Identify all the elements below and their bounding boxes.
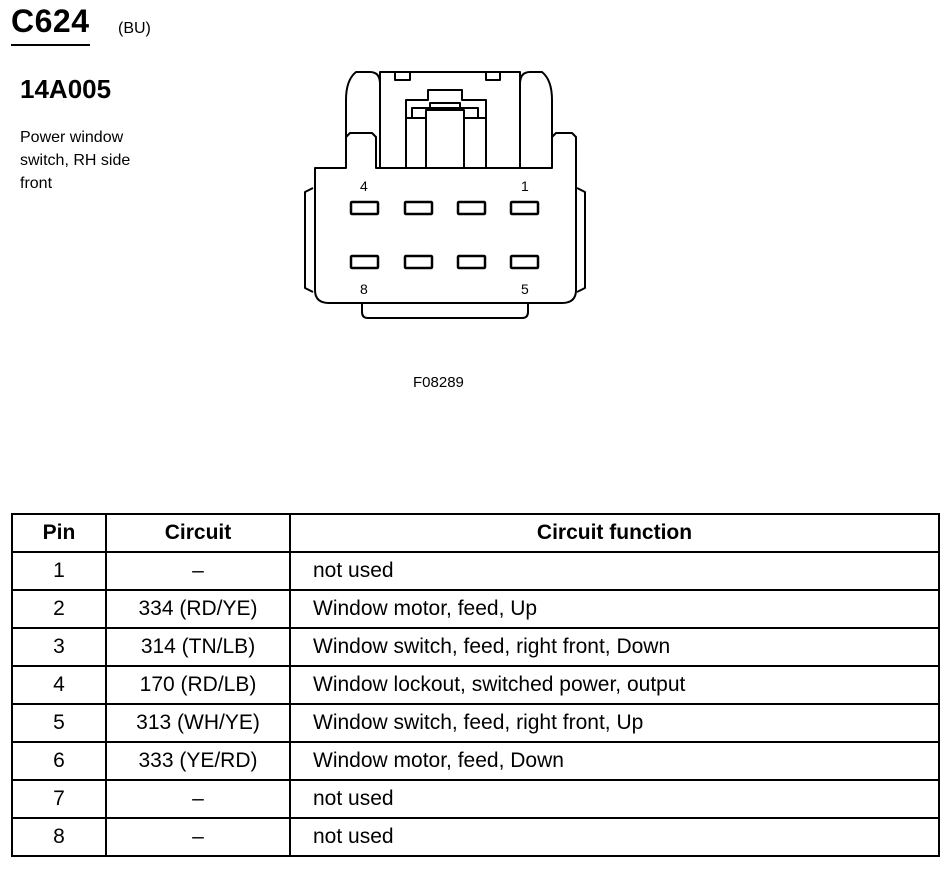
table-row: 7 – not used: [11, 779, 940, 819]
table-row: 6 333 (YE/RD) Window motor, feed, Down: [11, 741, 940, 781]
pin-cavity-4: [349, 200, 380, 216]
pin-cavity-7: [403, 254, 434, 270]
cell-circuit: 170 (RD/LB): [105, 665, 291, 705]
table-row: 2 334 (RD/YE) Window motor, feed, Up: [11, 589, 940, 629]
cell-pin: 3: [11, 627, 107, 667]
cell-pin: 4: [11, 665, 107, 705]
component-description: Power window switch, RH side front: [20, 129, 131, 192]
cell-circuit: 314 (TN/LB): [105, 627, 291, 667]
connector-body: [314, 132, 577, 304]
figure-code: F08289: [413, 374, 464, 391]
cell-circuit-function: Window switch, feed, right front, Down: [289, 627, 940, 667]
cell-pin: 1: [11, 551, 107, 591]
table-header-row: Pin Circuit Circuit function: [11, 513, 940, 553]
pin-label-8: 8: [360, 281, 368, 297]
header-circuit-function: Circuit function: [289, 513, 940, 553]
connector-id: C624: [11, 2, 90, 46]
connector-color-code: (BU): [118, 20, 151, 37]
connector-right-rib: [576, 187, 586, 293]
cell-pin: 2: [11, 589, 107, 629]
connector-bottom-rail: [361, 303, 529, 319]
pin-cavity-2: [456, 200, 487, 216]
connector-center-lock-tab: [411, 107, 479, 118]
table-row: 1 – not used: [11, 551, 940, 591]
cell-circuit: –: [105, 779, 291, 819]
cell-circuit-function: Window switch, feed, right front, Up: [289, 703, 940, 743]
pin-cavity-5: [509, 254, 540, 270]
table-row: 4 170 (RD/LB) Window lockout, switched p…: [11, 665, 940, 705]
cell-circuit-function: not used: [289, 817, 940, 857]
part-number: 14A005: [20, 74, 112, 104]
pin-label-1: 1: [521, 178, 529, 194]
connector-center-lock: [405, 89, 487, 118]
cell-circuit-function: Window motor, feed, Down: [289, 741, 940, 781]
connector-center-block: [425, 109, 465, 168]
cell-circuit: 313 (WH/YE): [105, 703, 291, 743]
cell-pin: 8: [11, 817, 107, 857]
pin-cavity-6: [456, 254, 487, 270]
pin-table: Pin Circuit Circuit function 1 – not use…: [11, 513, 940, 857]
cell-circuit-function: Window motor, feed, Up: [289, 589, 940, 629]
cell-pin: 7: [11, 779, 107, 819]
connector-top-tab: [394, 72, 501, 81]
pin-cavity-3: [403, 200, 434, 216]
pin-cavity-1: [509, 200, 540, 216]
header-circuit: Circuit: [105, 513, 291, 553]
pin-cavity-8: [349, 254, 380, 270]
connector-left-rib: [304, 187, 314, 293]
cell-circuit-function: Window lockout, switched power, output: [289, 665, 940, 705]
table-row: 5 313 (WH/YE) Window switch, feed, right…: [11, 703, 940, 743]
table-row: 3 314 (TN/LB) Window switch, feed, right…: [11, 627, 940, 667]
header-pin: Pin: [11, 513, 107, 553]
connector-left-latch: [345, 71, 381, 168]
cell-pin: 6: [11, 741, 107, 781]
cell-circuit: 334 (RD/YE): [105, 589, 291, 629]
cell-circuit-function: not used: [289, 779, 940, 819]
pin-label-5: 5: [521, 281, 529, 297]
table-row: 8 – not used: [11, 817, 940, 857]
connector-center-block-top: [429, 102, 461, 110]
cell-circuit: –: [105, 551, 291, 591]
cell-circuit-function: not used: [289, 551, 940, 591]
cell-circuit: –: [105, 817, 291, 857]
cell-circuit: 333 (YE/RD): [105, 741, 291, 781]
connector-right-latch: [519, 71, 553, 168]
cell-pin: 5: [11, 703, 107, 743]
pin-label-4: 4: [360, 178, 368, 194]
connector-top-hood: [379, 71, 521, 84]
